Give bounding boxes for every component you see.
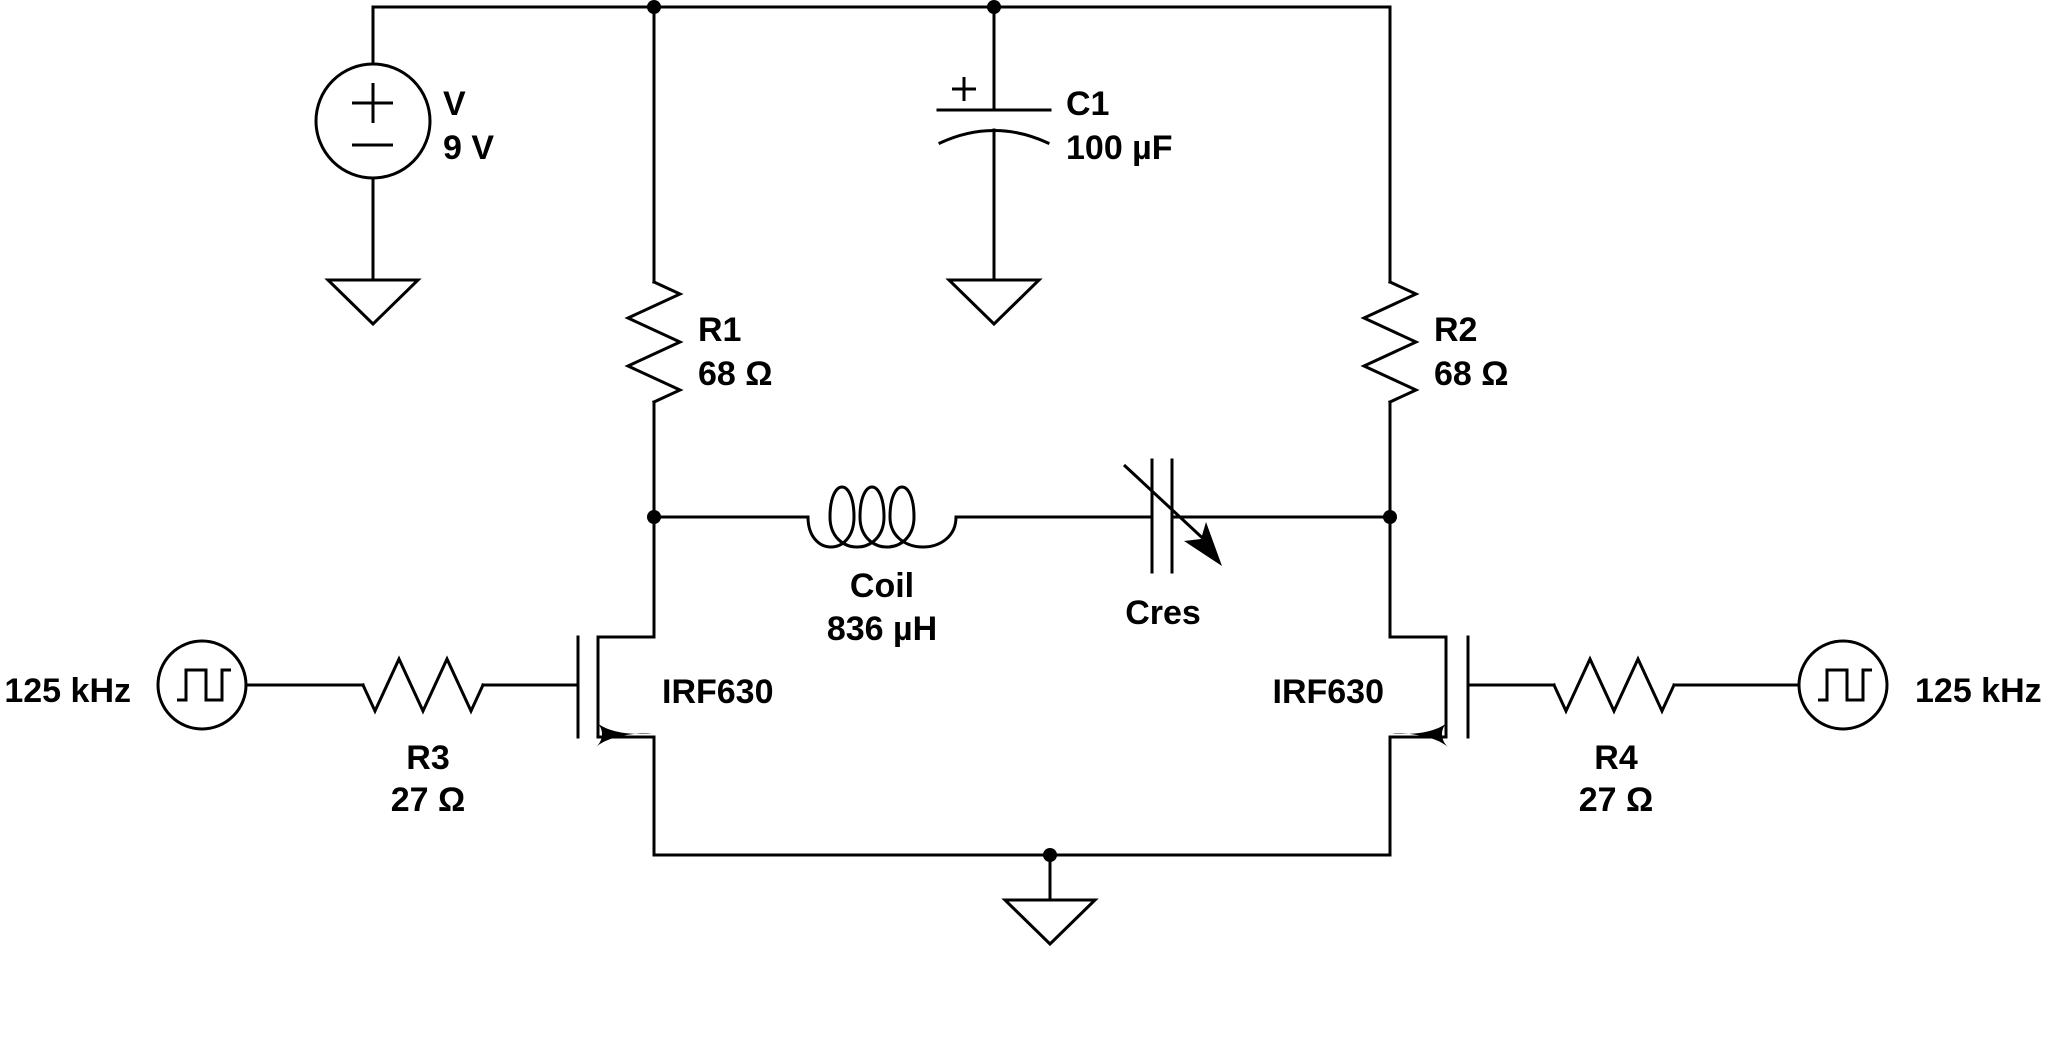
clock-left-label: 125 kHz: [4, 672, 131, 710]
c1-name: C1: [1066, 85, 1109, 123]
voltage-source-name: V: [443, 85, 466, 123]
junction-dots: [647, 0, 1397, 862]
r3-value: 27 Ω: [391, 781, 466, 819]
r4-value: 27 Ω: [1579, 781, 1654, 819]
mosfet-left-name: IRF630: [662, 673, 774, 711]
c1-value: 100 µF: [1066, 129, 1173, 167]
coil-value: 836 µH: [827, 610, 937, 648]
voltage-source-v: V 9 V: [314, 62, 494, 282]
clock-source-left: 125 kHz: [4, 639, 248, 731]
r2-name: R2: [1434, 311, 1477, 349]
top-rail-wire: [371, 5, 1392, 284]
resistor-r1: R1 68 Ω: [624, 5, 773, 519]
inductor-coil: Coil 836 µH: [652, 485, 1154, 648]
mosfet-right-name: IRF630: [1273, 673, 1385, 711]
r4-name: R4: [1594, 739, 1638, 777]
ground-symbol-v: [324, 278, 422, 327]
voltage-source-value: 9 V: [443, 129, 494, 167]
capacitor-c1: C1 100 µF: [936, 5, 1173, 282]
r3-name: R3: [406, 739, 449, 777]
clock-right-label: 125 kHz: [1915, 672, 2042, 710]
r1-value: 68 Ω: [698, 355, 773, 393]
bottom-rail-wire: [652, 853, 1392, 902]
r2-value: 68 Ω: [1434, 355, 1509, 393]
resistor-r2: R2 68 Ω: [1360, 280, 1509, 519]
resistor-r4: R4 27 Ω: [1466, 655, 1801, 819]
variable-capacitor-cres: Cres: [1122, 458, 1392, 632]
mosfet-left: IRF630: [576, 515, 774, 857]
coil-name: Coil: [850, 567, 914, 605]
r1-name: R1: [698, 311, 741, 349]
clock-source-right: 125 kHz: [1797, 639, 2042, 731]
resistor-r3: R3 27 Ω: [244, 655, 580, 819]
ground-symbol-main: [1001, 898, 1099, 947]
cres-name: Cres: [1125, 594, 1201, 632]
ground-symbol-c1: [945, 278, 1043, 327]
mosfet-right: IRF630: [1273, 515, 1470, 857]
